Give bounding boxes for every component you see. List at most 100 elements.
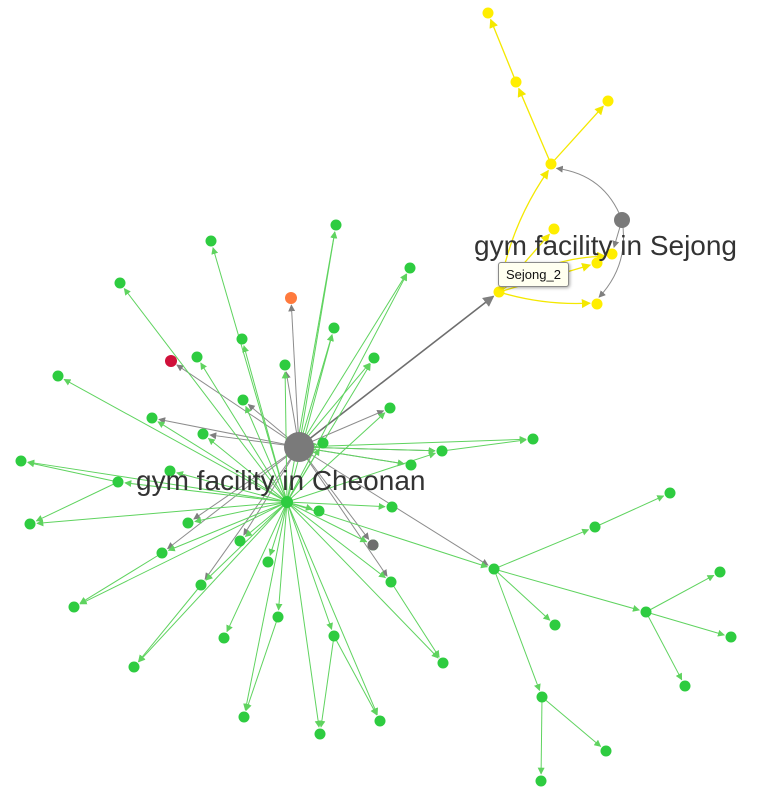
graph-node[interactable]: [156, 547, 168, 559]
graph-node[interactable]: [279, 359, 291, 371]
graph-node[interactable]: [234, 535, 246, 547]
graph-edge: [517, 87, 552, 165]
graph-node[interactable]: [640, 606, 652, 618]
graph-node[interactable]: [52, 370, 64, 382]
graph-node[interactable]: [314, 728, 326, 740]
graph-edge: [594, 495, 665, 528]
graph-node[interactable]: [191, 351, 203, 363]
graph-edge: [298, 446, 388, 577]
graph-edge: [268, 501, 288, 556]
graph-node[interactable]: [317, 437, 329, 449]
graph-edge: [298, 435, 527, 448]
graph-node[interactable]: [24, 518, 36, 530]
graph-node[interactable]: [205, 235, 217, 247]
graph-node[interactable]: [602, 95, 614, 107]
graph-edge: [211, 247, 288, 503]
graph-node[interactable]: [437, 657, 449, 669]
graph-node[interactable]: [272, 611, 284, 623]
graph-node[interactable]: [281, 496, 293, 508]
graph-node[interactable]: [384, 402, 396, 414]
graph-node[interactable]: [328, 630, 340, 642]
graph-edge: [298, 446, 405, 467]
graph-node[interactable]: [237, 394, 249, 406]
graph-node[interactable]: [591, 257, 603, 269]
graph-edge: [243, 446, 300, 536]
graph-node[interactable]: [405, 459, 417, 471]
graph-edge: [281, 371, 289, 503]
graph-node[interactable]: [330, 219, 342, 231]
graph-node[interactable]: [165, 355, 177, 367]
graph-node[interactable]: [404, 262, 416, 274]
graph-edge: [243, 501, 288, 711]
hub-node-cheonan[interactable]: [284, 432, 314, 462]
graph-node[interactable]: [15, 455, 27, 467]
graph-edge: [493, 528, 590, 570]
graph-node[interactable]: [725, 631, 737, 643]
graph-edge: [333, 635, 378, 716]
graph-node[interactable]: [197, 428, 209, 440]
graph-node[interactable]: [285, 292, 297, 304]
graph-node[interactable]: [527, 433, 539, 445]
graph-edge: [298, 410, 385, 448]
graph-edge: [541, 696, 602, 747]
graph-node[interactable]: [238, 711, 250, 723]
graph-node[interactable]: [535, 775, 547, 787]
graph-edge: [537, 696, 545, 775]
graph-node[interactable]: [367, 539, 379, 551]
graph-node[interactable]: [600, 745, 612, 757]
graph-node[interactable]: [714, 566, 726, 578]
graph-edge: [207, 437, 288, 503]
graph-node[interactable]: [146, 412, 158, 424]
graph-edge: [298, 231, 338, 448]
graph-edge: [245, 405, 288, 503]
graph-node[interactable]: [262, 556, 274, 568]
graph-node[interactable]: [664, 487, 676, 499]
graph-node[interactable]: [488, 563, 500, 575]
graph-node[interactable]: [68, 601, 80, 613]
graph-node[interactable]: [114, 277, 126, 289]
graph-node[interactable]: [374, 715, 386, 727]
graph-node[interactable]: [368, 352, 380, 364]
graph-edge: [167, 501, 288, 552]
graph-edge: [298, 334, 334, 448]
graph-node[interactable]: [436, 445, 448, 457]
graph-node[interactable]: [679, 680, 691, 692]
graph-edge: [137, 584, 202, 663]
graph-node[interactable]: [548, 223, 560, 235]
graph-edge: [35, 481, 119, 522]
graph-node[interactable]: [385, 576, 397, 588]
graph-node[interactable]: [182, 517, 194, 529]
graph-node[interactable]: [589, 521, 601, 533]
graph-node[interactable]: [482, 7, 494, 19]
graph-node[interactable]: [510, 76, 522, 88]
edges-layer: [27, 18, 725, 775]
graph-node[interactable]: [591, 298, 603, 310]
graph-node[interactable]: [328, 322, 340, 334]
graph-node[interactable]: [218, 632, 230, 644]
graph-node[interactable]: [606, 248, 618, 260]
graph-edge: [286, 501, 368, 543]
graph-edge: [645, 574, 715, 613]
graph-edge: [166, 446, 300, 550]
graph-node[interactable]: [313, 505, 325, 517]
graph-node[interactable]: [164, 465, 176, 477]
graph-node[interactable]: [536, 691, 548, 703]
graph-node[interactable]: [549, 619, 561, 631]
graph-edge: [176, 364, 300, 448]
graph-node[interactable]: [112, 476, 124, 488]
hub-node-sejong[interactable]: [614, 212, 630, 228]
graph-node[interactable]: [195, 579, 207, 591]
graph-node[interactable]: [545, 158, 557, 170]
graph-edge: [157, 421, 288, 503]
graph-node[interactable]: [386, 501, 398, 513]
node-tooltip: Sejong_2: [498, 262, 569, 287]
graph-node[interactable]: [493, 286, 505, 298]
graph-edge: [286, 501, 386, 510]
graph-edge: [288, 304, 300, 448]
graph-edge: [36, 501, 288, 527]
graph-edge: [275, 501, 288, 611]
graph-edge: [493, 568, 541, 692]
graph-node[interactable]: [128, 661, 140, 673]
graph-node[interactable]: [236, 333, 248, 345]
